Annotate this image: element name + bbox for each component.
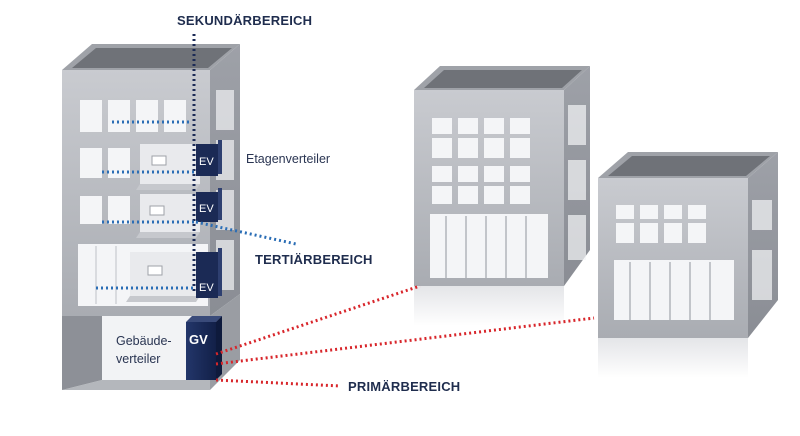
ev-label-top: EV (199, 156, 214, 168)
primary-cabling (215, 284, 595, 388)
building-main (62, 44, 240, 390)
ev-label-middle: EV (199, 203, 214, 215)
ev-cabinet-top (196, 140, 222, 176)
ev-cabinet-middle (196, 188, 222, 222)
ev-cabinet-bottom (196, 248, 222, 298)
floor-room (126, 144, 200, 302)
building-middle (414, 66, 590, 326)
building-distributor-label-line2: verteiler (116, 352, 161, 366)
ev-label-bottom: EV (199, 282, 214, 294)
floor-distributor-label: Etagenverteiler (246, 152, 331, 166)
building-right (598, 152, 778, 378)
primary-area-label: PRIMÄRBEREICH (348, 379, 461, 394)
building-distributor-label-line1: Gebäude- (116, 334, 172, 348)
building-distributor-label: Gebäude- verteiler (116, 332, 172, 368)
gv-label: GV (189, 332, 208, 347)
tertiary-area-label: TERTIÄRBEREICH (255, 252, 373, 267)
gv-cabinet (186, 316, 222, 380)
secondary-area-label: SEKUNDÄRBEREICH (177, 13, 313, 28)
tertiary-cabling (96, 120, 297, 290)
